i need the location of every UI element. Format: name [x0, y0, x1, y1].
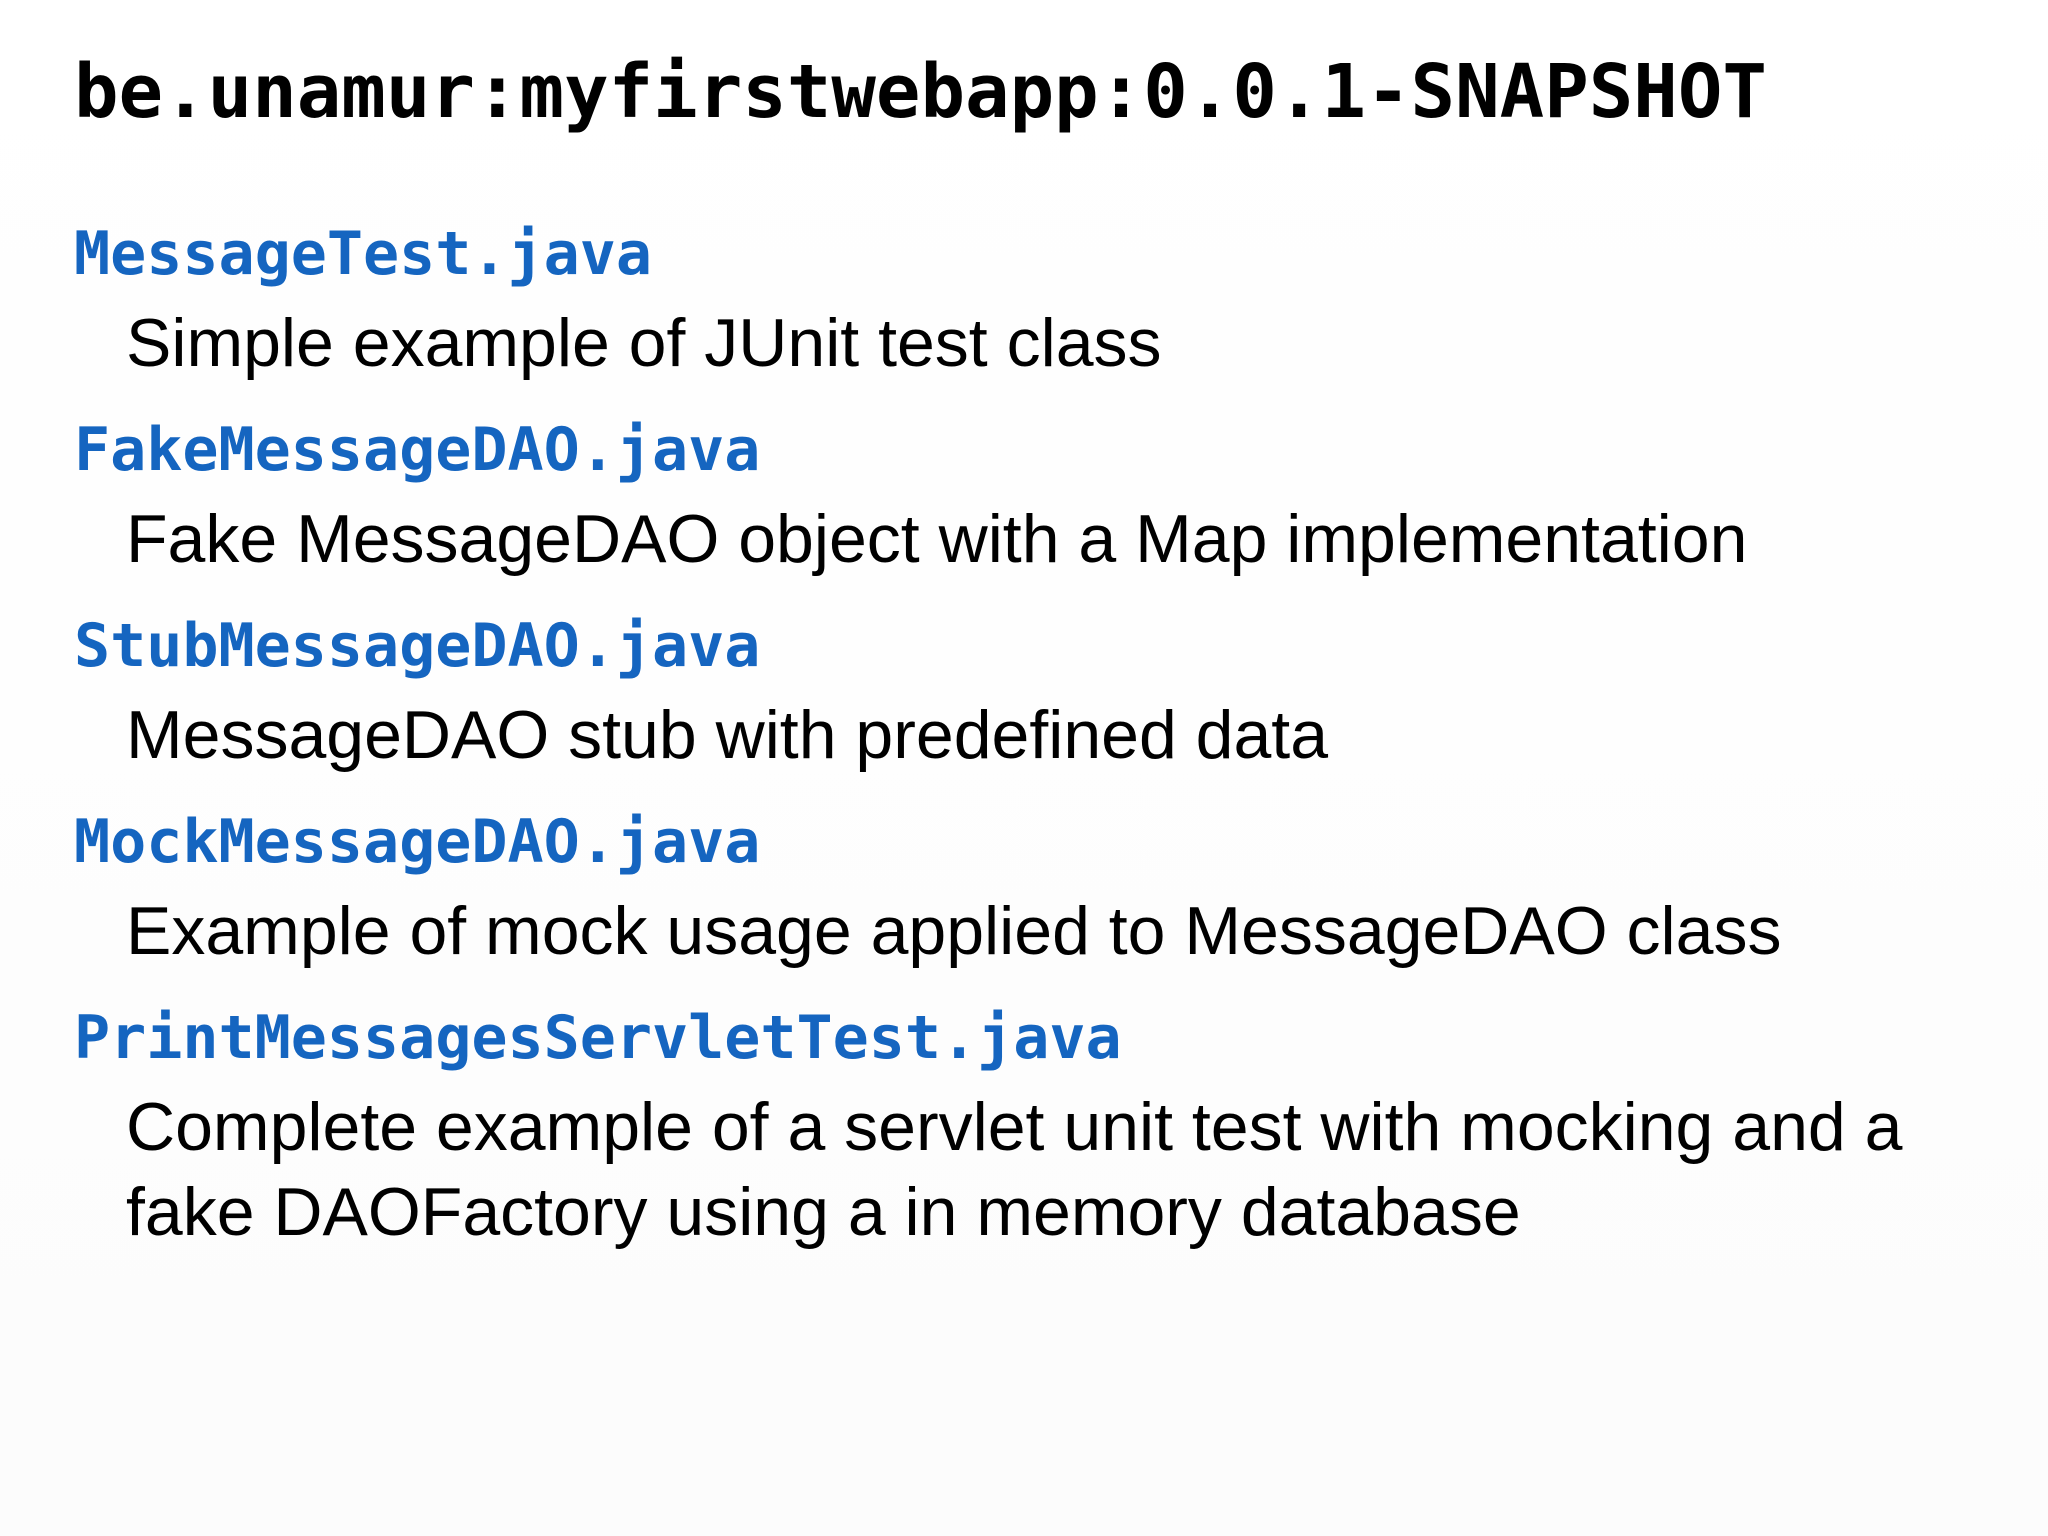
- file-name: MessageTest.java: [74, 219, 652, 289]
- file-item-stub-message-dao: StubMessageDAO.java MessageDAO stub with…: [74, 612, 1974, 778]
- file-description: Simple example of JUnit test class: [126, 305, 1162, 381]
- file-description: Fake MessageDAO object with a Map implem…: [126, 501, 1748, 577]
- file-item-print-messages-servlet-test: PrintMessagesServletTest.java Complete e…: [74, 1004, 1974, 1255]
- file-name: PrintMessagesServletTest.java: [74, 1003, 1122, 1073]
- file-list: MessageTest.java Simple example of JUnit…: [74, 220, 1974, 1285]
- file-name: StubMessageDAO.java: [74, 611, 761, 681]
- file-item-message-test: MessageTest.java Simple example of JUnit…: [74, 220, 1974, 386]
- slide-title: be.unamur:myfirstwebapp:0.0.1-SNAPSHOT: [74, 49, 1767, 135]
- file-item-fake-message-dao: FakeMessageDAO.java Fake MessageDAO obje…: [74, 416, 1974, 582]
- file-description: Complete example of a servlet unit test …: [126, 1089, 1903, 1250]
- file-description: Example of mock usage applied to Message…: [126, 893, 1782, 969]
- file-name: FakeMessageDAO.java: [74, 415, 761, 485]
- file-item-mock-message-dao: MockMessageDAO.java Example of mock usag…: [74, 808, 1974, 974]
- file-name: MockMessageDAO.java: [74, 807, 761, 877]
- file-description: MessageDAO stub with predefined data: [126, 697, 1329, 773]
